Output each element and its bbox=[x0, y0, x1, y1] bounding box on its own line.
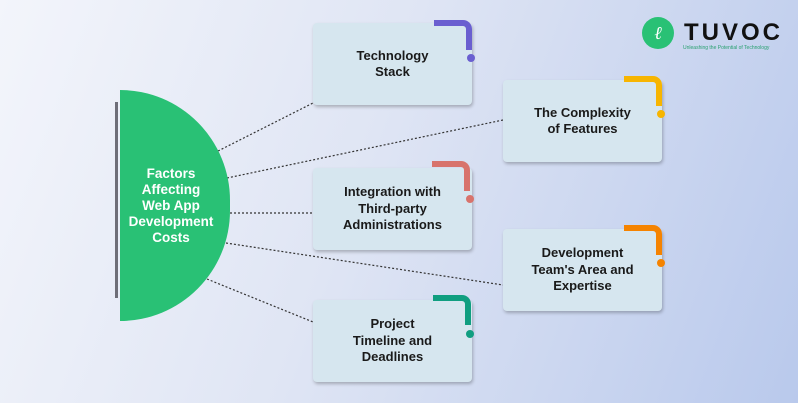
factor-technology-stack: Technology Stack bbox=[313, 23, 472, 105]
accent-corner bbox=[434, 20, 472, 50]
factor-team-expertise: Development Team's Area and Expertise bbox=[503, 229, 662, 311]
factor-label: Project Timeline and Deadlines bbox=[352, 316, 433, 365]
accent-dot bbox=[466, 330, 474, 338]
factor-label: The Complexity of Features bbox=[534, 104, 631, 137]
center-title: Factors Affecting Web App Development Co… bbox=[128, 165, 214, 245]
accent-dot bbox=[657, 110, 665, 118]
factor-complexity-of-features: The Complexity of Features bbox=[503, 80, 662, 162]
accent-corner bbox=[624, 76, 662, 106]
accent-dot bbox=[467, 54, 475, 62]
connector-technology-stack bbox=[217, 102, 314, 152]
accent-dot bbox=[466, 195, 474, 203]
factor-label: Technology Stack bbox=[356, 47, 429, 80]
logo-name: TUVOC bbox=[684, 19, 783, 46]
factor-project-timeline: Project Timeline and Deadlines bbox=[313, 300, 472, 382]
connector-complexity bbox=[226, 119, 504, 179]
factor-label: Integration with Third-party Administrat… bbox=[343, 184, 442, 233]
accent-corner bbox=[433, 295, 471, 325]
accent-dot bbox=[657, 259, 665, 267]
accent-corner bbox=[432, 161, 470, 191]
left-divider-bar bbox=[115, 102, 118, 298]
connector-timeline bbox=[206, 278, 314, 323]
letter-l-icon: ℓ bbox=[642, 17, 674, 49]
tuvoc-logo: ℓ TUVOC bbox=[642, 17, 783, 49]
factor-label: Development Team's Area and Expertise bbox=[531, 245, 634, 294]
connector-team bbox=[225, 242, 504, 286]
accent-corner bbox=[624, 225, 662, 255]
logo-tagline: Unleashing the Potential of Technology bbox=[683, 45, 770, 51]
